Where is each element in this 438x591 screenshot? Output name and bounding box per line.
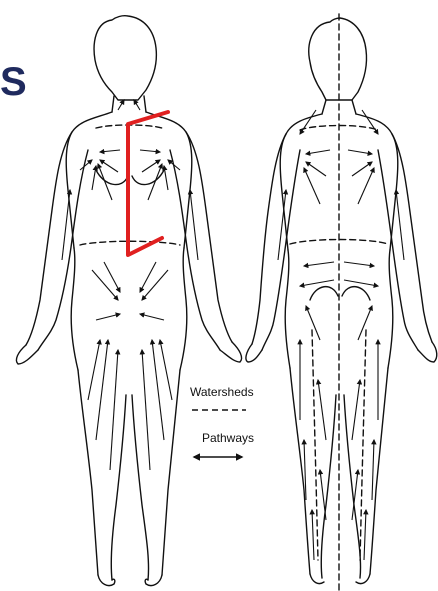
back-right-arm	[378, 134, 432, 350]
back-buttocks	[310, 287, 370, 300]
back-right-foot	[356, 574, 370, 584]
front-right-leg	[132, 370, 180, 580]
legend-pathways-label: Pathways	[202, 431, 254, 445]
back-right-leg	[344, 368, 388, 578]
front-figure	[16, 16, 241, 586]
legend-watersheds-label: Watersheds	[190, 385, 254, 399]
back-left-arm	[252, 134, 300, 350]
back-figure	[246, 14, 437, 590]
front-right-arm	[170, 132, 232, 350]
back-left-hand	[246, 344, 262, 362]
front-left-hand	[16, 345, 38, 364]
back-right-hand	[418, 342, 437, 362]
front-left-leg	[78, 370, 126, 580]
back-head	[309, 18, 367, 100]
front-right-hand	[220, 342, 242, 362]
front-left-arm	[26, 132, 88, 350]
back-pathways	[278, 110, 404, 560]
front-head	[94, 16, 156, 100]
front-hips	[71, 248, 187, 370]
